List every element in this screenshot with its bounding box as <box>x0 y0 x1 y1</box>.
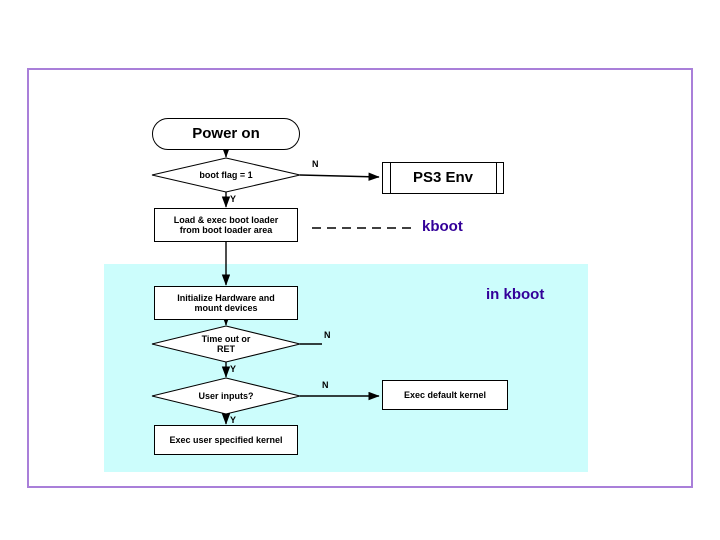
node-ps3-env[interactable]: PS3 Env <box>382 162 504 194</box>
branch-label-user-inputs-n: N <box>322 380 329 390</box>
node-timeout-or-ret-decision[interactable]: Time out or RET <box>151 325 301 363</box>
node-exec-user-specified-kernel-label: Exec user specified kernel <box>169 434 283 445</box>
node-power-on-label: Power on <box>192 125 260 143</box>
branch-label-timeout-n: N <box>324 330 331 340</box>
node-initialize-hardware-label: Initialize Hardware and mount devices <box>177 292 275 313</box>
node-user-inputs-decision[interactable]: User inputs? <box>151 377 301 415</box>
ps3-env-right-bar <box>496 162 497 194</box>
node-user-inputs-label: User inputs? <box>198 390 254 401</box>
node-load-exec-label: Load & exec boot loader from boot loader… <box>173 214 279 235</box>
node-exec-user-specified-kernel[interactable]: Exec user specified kernel <box>154 425 298 455</box>
node-ps3-env-label: PS3 Env <box>412 169 474 187</box>
node-boot-flag-label: boot flag = 1 <box>199 169 253 180</box>
annotation-in-kboot: in kboot <box>486 286 545 303</box>
node-exec-default-kernel[interactable]: Exec default kernel <box>382 380 508 410</box>
branch-label-boot-flag-y: Y <box>230 194 237 204</box>
branch-label-user-inputs-y: Y <box>230 415 237 425</box>
node-power-on[interactable]: Power on <box>152 118 300 150</box>
node-load-exec-boot-loader[interactable]: Load & exec boot loader from boot loader… <box>154 208 298 242</box>
node-exec-default-kernel-label: Exec default kernel <box>403 389 487 400</box>
branch-label-boot-flag-n: N <box>312 159 319 169</box>
branch-label-timeout-y: Y <box>230 364 237 374</box>
node-boot-flag-decision[interactable]: boot flag = 1 <box>151 157 301 193</box>
node-timeout-or-ret-label: Time out or RET <box>201 333 251 354</box>
annotation-kboot: kboot <box>422 218 463 235</box>
ps3-env-left-bar <box>390 162 391 194</box>
node-initialize-hardware[interactable]: Initialize Hardware and mount devices <box>154 286 298 320</box>
